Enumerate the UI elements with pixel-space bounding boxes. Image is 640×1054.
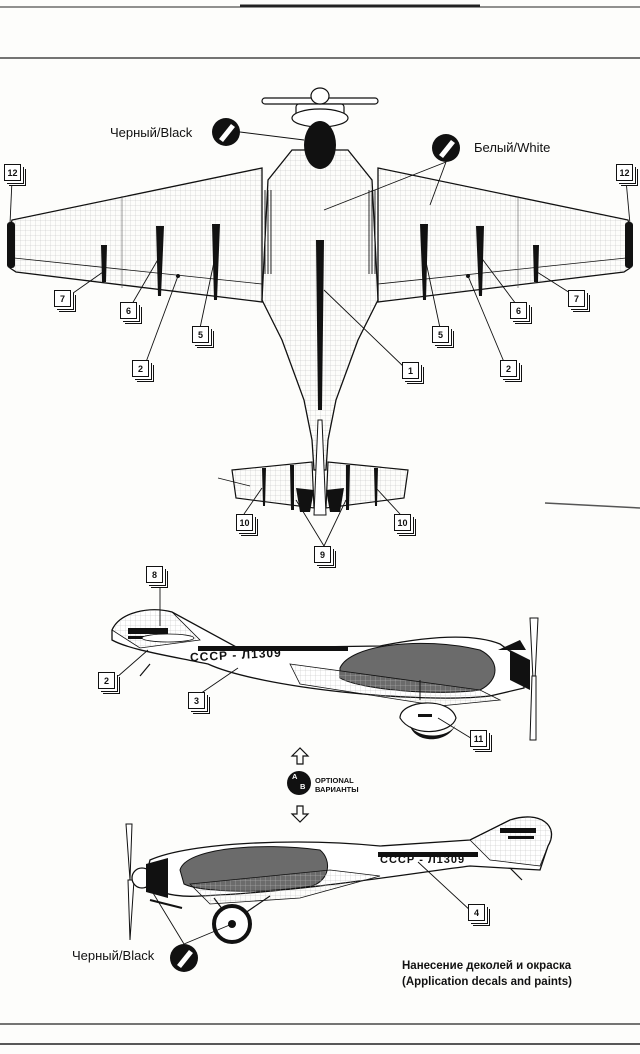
label-black-top: Черный/Black (110, 125, 193, 140)
side-view-lower (125, 816, 553, 944)
callout-1: 1 (402, 362, 419, 379)
arrow-up-icon (290, 747, 310, 765)
callout-7-right: 7 (568, 290, 585, 307)
arrow-down-icon (290, 805, 310, 823)
wheel-pant-upper (399, 702, 457, 733)
left-wing (7, 167, 263, 303)
callout-12-left: 12 (4, 164, 21, 181)
callout-2-left: 2 (132, 360, 149, 377)
label-black-bottom: Черный/Black (72, 948, 155, 963)
callout-2-side: 2 (98, 672, 115, 689)
callout-5-left: 5 (192, 326, 209, 343)
right-wing (377, 167, 633, 303)
scan-mark (544, 502, 640, 509)
label-white: Белый/White (474, 140, 551, 155)
callout-2-right: 2 (500, 360, 517, 377)
brush-icon-black-top (212, 118, 240, 146)
option-line2: ВАРИАНТЫ (315, 785, 359, 794)
brush-icon-black-bottom (170, 944, 198, 972)
leader-lines (9, 131, 631, 945)
caption: Нанесение деколей и окраска (Application… (402, 958, 572, 990)
brush-icon-white (432, 134, 460, 162)
callout-10-left: 10 (236, 514, 253, 531)
callout-5-right: 5 (432, 326, 449, 343)
callout-4: 4 (468, 904, 485, 921)
callout-6-right: 6 (510, 302, 527, 319)
side-view-upper (111, 609, 539, 741)
callout-6-left: 6 (120, 302, 137, 319)
callout-7-left: 7 (54, 290, 71, 307)
black-cowling (304, 121, 336, 169)
callout-11: 11 (470, 730, 487, 747)
callout-10-right: 10 (394, 514, 411, 531)
callout-9: 9 (314, 546, 331, 563)
registration-lower: СССР - Л1309 (380, 854, 466, 866)
callout-3: 3 (188, 692, 205, 709)
option-ab-circle (287, 771, 311, 795)
option-line1: OPTIONAL (315, 776, 354, 785)
caption-line1: Нанесение деколей и окраска (402, 960, 572, 972)
callout-12-right: 12 (616, 164, 633, 181)
fin-top (313, 419, 327, 516)
fuselage-stripe (316, 240, 324, 410)
callout-8: 8 (146, 566, 163, 583)
top-view (7, 87, 633, 516)
wing-stripes (101, 224, 539, 410)
option-a: A (292, 772, 298, 781)
caption-line2: (Application decals and paints) (402, 976, 572, 988)
option-b: B (300, 782, 306, 791)
left-wingtip (7, 222, 15, 268)
right-wingtip (625, 222, 633, 268)
